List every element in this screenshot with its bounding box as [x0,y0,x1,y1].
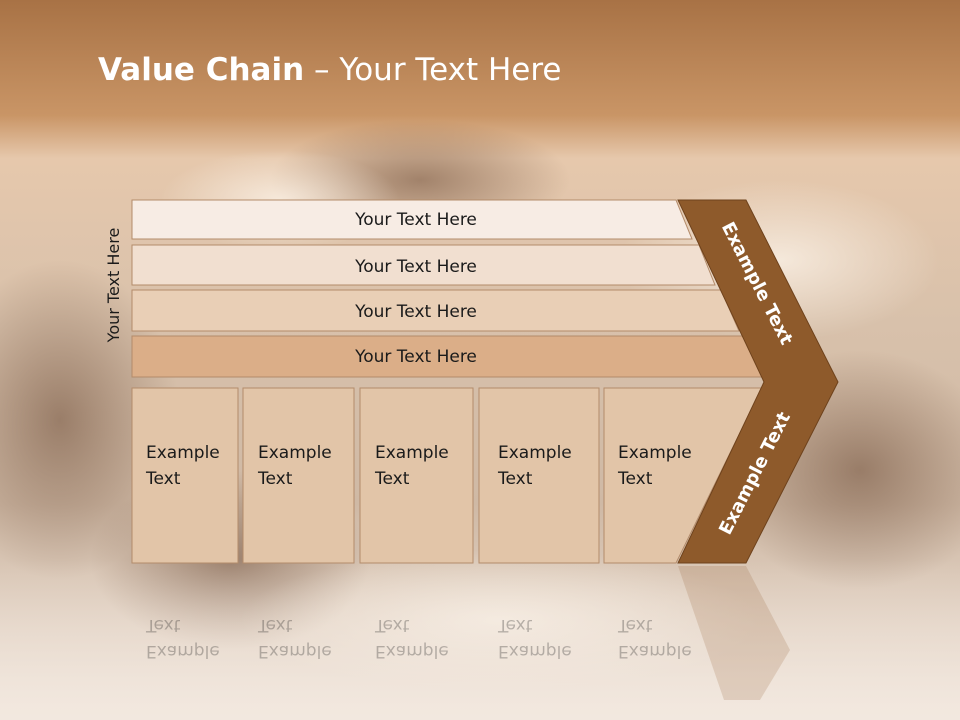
box-1-line1: Example [146,443,220,463]
title-rest: – Your Text Here [304,52,562,88]
box-4-reflection-line1: Example [498,641,572,661]
row-bar-3 [131,289,740,332]
box-4-line1: Example [498,443,572,463]
box-5-line2: Text [618,469,653,489]
row-bar-1 [131,199,693,240]
box-2-line1: Example [258,443,332,463]
box-2-reflection-line2: Text [258,615,293,635]
box-1-reflection-line1: Example [146,641,220,661]
box-shape-4 [478,387,600,564]
box-1-line2: Text [146,469,181,489]
box-shape-2 [242,387,355,564]
box-3-reflection-line1: Example [375,641,449,661]
box-1-reflection-line2: Text [146,615,181,635]
box-shape-3 [359,387,474,564]
row-label-3: Your Text Here [354,302,477,322]
side-label: Your Text Here [104,227,123,343]
box-5-reflection: Example Text [604,566,724,716]
box-shape-1 [131,387,239,564]
box-4-reflection: Example Text [484,566,599,716]
box-3-reflection: Example Text [361,566,474,716]
row-label-2: Your Text Here [354,257,477,277]
box-4-reflection-text: Example Text [498,612,572,664]
box-5-reflection-line2: Text [618,615,653,635]
box-3-reflection-text: Example Text [375,612,449,664]
box-4-line2: Text [498,469,533,489]
box-3-reflection-line2: Text [375,615,410,635]
box-2-reflection-text: Example Text [258,612,332,664]
chevron-arrow [677,199,839,564]
box-4-reflection-line2: Text [498,615,533,635]
box-5-reflection-line1: Example [618,641,692,661]
box-3-line1: Example [375,443,449,463]
slide-title: Value Chain – Your Text Here [98,52,561,88]
box-2-line2: Text [258,469,293,489]
title-bold: Value Chain [98,52,305,88]
box-5-line1: Example [618,443,692,463]
box-shape-5 [603,387,763,564]
chevron-reflection [678,566,790,700]
row-label-4: Your Text Here [354,347,477,367]
box-1-reflection: Example Text [132,566,238,716]
box-2-reflection-line1: Example [258,641,332,661]
row-label-1: Your Text Here [354,210,477,230]
box-5-reflection-text: Example Text [618,612,692,664]
box-3-line2: Text [375,469,410,489]
row-bar-2 [131,244,716,286]
box-1-reflection-text: Example Text [146,612,220,664]
box-2-reflection: Example Text [244,566,355,716]
